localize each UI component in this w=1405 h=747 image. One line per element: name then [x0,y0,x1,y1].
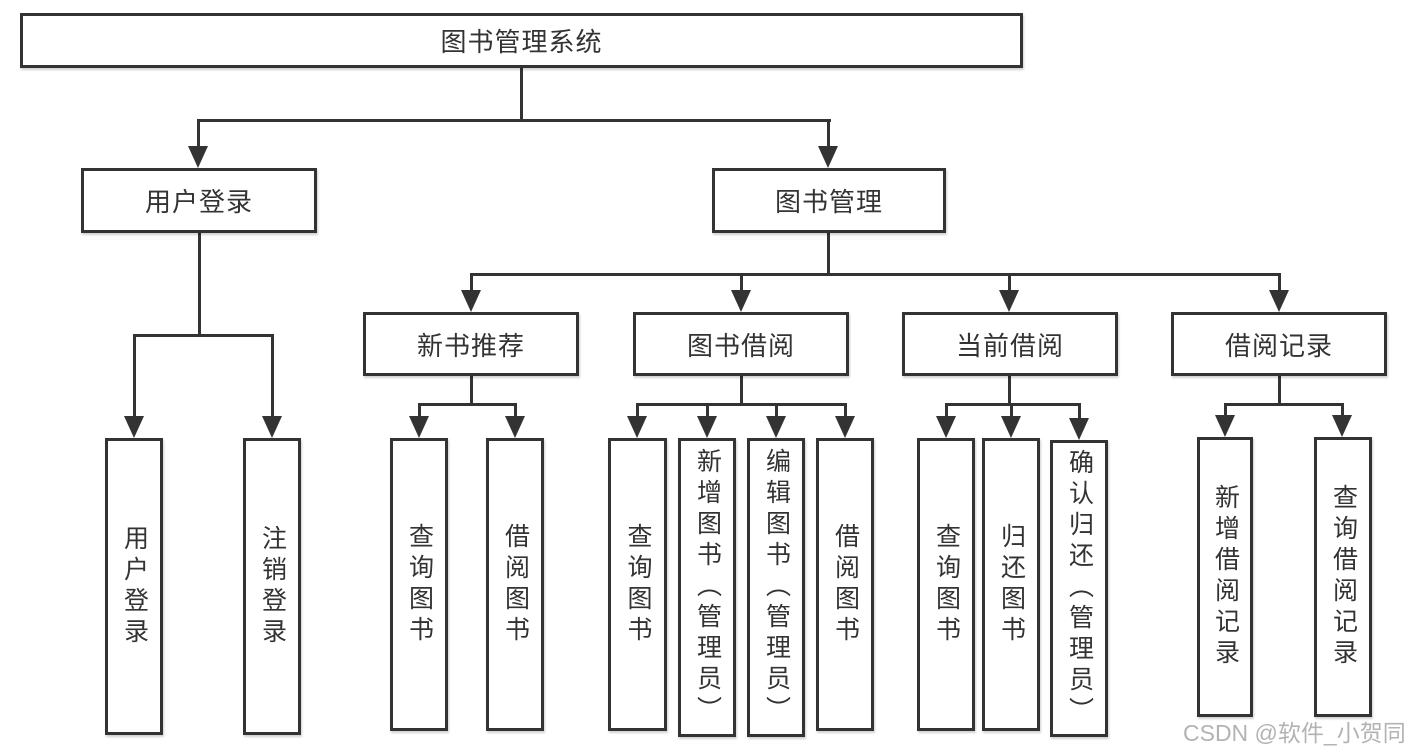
connector-line [133,334,274,337]
arrow-down-icon [188,146,208,168]
connector-line [271,334,274,416]
arrow-down-icon [697,416,717,438]
connector-line [1278,375,1281,406]
leaf-br-add-record-label: 新增借阅记录 [1211,484,1240,670]
leaf-cb-query-books: 查询图书 [917,438,975,731]
connector-line [827,119,830,148]
connector-line [1341,403,1344,416]
connector-line [1224,403,1227,416]
arrow-down-icon [124,416,144,438]
connector-line [514,403,517,417]
node-borrow-records: 借阅记录 [1171,312,1387,376]
node-current-borrow-label: 当前借阅 [955,330,1064,361]
connector-line [133,334,136,416]
leaf-bb-edit-books-label: 编辑图书（管理员） [762,448,791,727]
connector-line [1078,403,1081,418]
connector-line [636,403,847,406]
leaf-cb-query-books-label: 查询图书 [932,522,961,647]
leaf-nb-borrow-books: 借阅图书 [486,438,544,731]
node-borrow-records-label: 借阅记录 [1224,330,1333,361]
leaf-bb-borrow-books-label: 借阅图书 [831,522,860,647]
leaf-bb-query-books: 查询图书 [608,438,667,731]
arrow-down-icon [1001,416,1021,438]
leaf-cb-return-books: 归还图书 [982,438,1040,731]
connector-line [775,403,778,417]
connector-line [1278,273,1281,292]
arrow-down-icon [835,416,855,438]
node-user-login: 用户登录 [81,168,317,233]
node-root: 图书管理系统 [20,13,1023,68]
arrow-down-icon [731,290,751,312]
leaf-nb-query-books: 查询图书 [390,438,448,731]
arrow-down-icon [409,416,429,438]
leaf-br-query-record-label: 查询借阅记录 [1329,484,1358,670]
arrow-down-icon [262,416,282,438]
arrow-down-icon [461,290,481,312]
connector-line [520,68,523,122]
leaf-bb-add-books: 新增图书（管理员） [678,438,736,737]
node-book-borrow: 图书借阅 [633,312,849,376]
node-book-management: 图书管理 [712,168,946,233]
connector-line [470,273,473,292]
leaf-cb-return-books-label: 归还图书 [997,522,1026,647]
leaf-bb-edit-books: 编辑图书（管理员） [747,438,805,737]
arrow-down-icon [766,416,786,438]
node-new-book-recommend-label: 新书推荐 [416,330,525,361]
connector-line [1008,375,1011,406]
leaf-logout-label: 注销登录 [258,524,287,649]
arrow-down-icon [505,416,525,438]
connector-line [470,375,473,406]
connector-line [945,403,1081,406]
node-current-borrow: 当前借阅 [902,312,1118,376]
connector-line [470,273,1281,276]
node-book-borrow-label: 图书借阅 [686,330,795,361]
arrow-down-icon [627,416,647,438]
leaf-nb-query-books-label: 查询图书 [405,522,434,647]
arrow-down-icon [999,290,1019,312]
connector-line [198,233,201,337]
leaf-br-query-record: 查询借阅记录 [1314,437,1372,717]
leaf-user-login: 用户登录 [105,438,163,735]
connector-line [1008,273,1011,292]
leaf-user-login-label: 用户登录 [120,524,149,649]
arrow-down-icon [1332,415,1352,437]
connector-line [1224,403,1344,406]
connector-line [636,403,639,417]
leaf-nb-borrow-books-label: 借阅图书 [501,522,530,647]
connector-line [844,403,847,417]
node-book-management-label: 图书管理 [774,187,883,217]
leaf-bb-add-books-label: 新增图书（管理员） [693,448,722,727]
node-root-label: 图书管理系统 [440,27,603,57]
leaf-br-add-record: 新增借阅记录 [1197,437,1253,717]
arrow-down-icon [1269,290,1289,312]
node-user-login-label: 用户登录 [144,187,253,217]
leaf-cb-confirm-return-label: 确认归还（管理员） [1065,449,1094,728]
connector-line [945,403,948,417]
connector-line [197,119,200,148]
connector-line [418,403,421,417]
connector-line [197,119,831,122]
leaf-logout: 注销登录 [243,438,301,735]
arrow-down-icon [1069,418,1089,440]
arrow-down-icon [1215,415,1235,437]
connector-line [827,232,830,276]
node-new-book-recommend: 新书推荐 [363,312,579,376]
leaf-bb-borrow-books: 借阅图书 [816,438,874,731]
leaf-cb-confirm-return: 确认归还（管理员） [1050,440,1108,737]
connector-line [418,403,517,406]
arrow-down-icon [936,416,956,438]
connector-line [1010,403,1013,417]
watermark: CSDN @软件_小贺同学 [1183,720,1405,746]
connector-line [740,273,743,292]
connector-line [706,403,709,417]
leaf-bb-query-books-label: 查询图书 [624,522,652,647]
arrow-down-icon [818,146,838,168]
connector-line [740,375,743,406]
